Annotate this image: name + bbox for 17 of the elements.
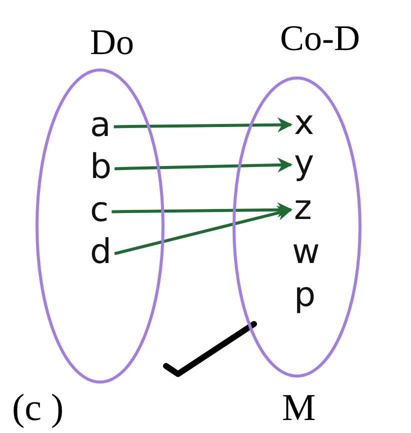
arrow: [114, 117, 292, 132]
handwritten-note: (c ): [12, 389, 64, 427]
element-label: b: [90, 150, 112, 184]
arrow: [114, 158, 292, 172]
element-label: w: [292, 235, 320, 269]
element-label: x: [294, 106, 314, 140]
set-heading: Co-D: [280, 20, 360, 56]
element-label: d: [90, 235, 112, 269]
element-label: y: [294, 146, 314, 180]
element-label: z: [294, 191, 312, 225]
element-label: p: [294, 278, 316, 312]
arrow: [112, 202, 292, 218]
handwritten-note: M: [282, 389, 316, 427]
set-heading: Do: [90, 24, 134, 60]
element-label: a: [90, 108, 111, 142]
element-label: c: [90, 193, 109, 227]
arrow: [114, 206, 292, 256]
